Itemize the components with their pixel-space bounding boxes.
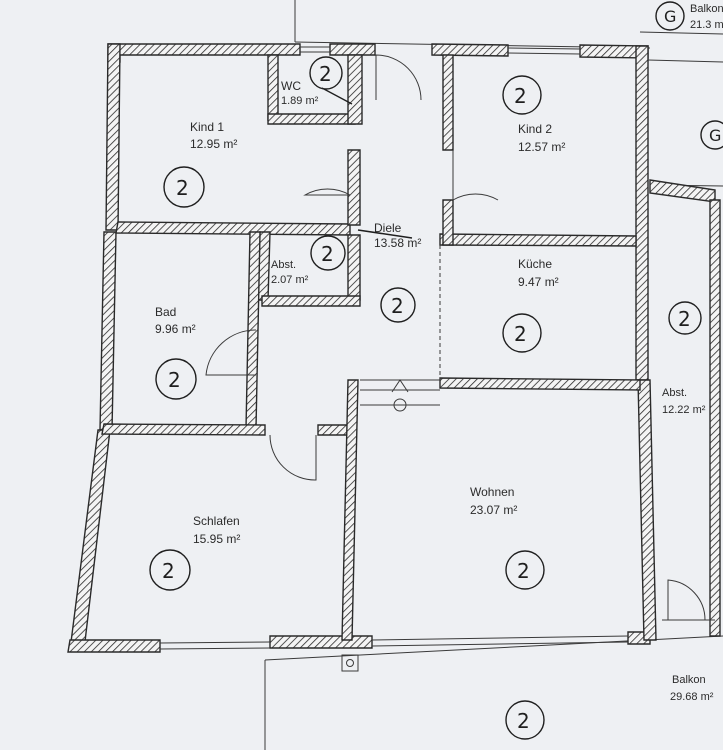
room-area-abst-small: 2.07 m² (271, 274, 309, 286)
marker-abst-large: 2 (668, 301, 702, 335)
room-name-balkon-south: Balkon (672, 674, 706, 686)
room-name-balkon-north: Balkon (690, 3, 723, 15)
marker-bad: 2 (155, 358, 197, 400)
room-area-balkon-north: 21.3 m² (690, 19, 723, 31)
marker-kueche: 2 (502, 313, 542, 353)
marker-g-top: G (655, 1, 685, 31)
svg-text:G: G (709, 126, 721, 145)
room-area-bad: 9.96 m² (155, 322, 196, 336)
marker-schlafen: 2 (149, 549, 191, 591)
room-name-diele: Diele (374, 221, 402, 235)
room-area-balkon-south: 29.68 m² (670, 691, 714, 703)
svg-text:2: 2 (176, 176, 189, 200)
doors (205, 54, 706, 672)
room-name-kind1: Kind 1 (190, 120, 224, 134)
room-area-abst-large: 12.22 m² (662, 404, 706, 416)
marker-wc: 2 (309, 56, 343, 90)
marker-abst-small: 2 (310, 235, 346, 271)
pointer-lines (321, 87, 413, 239)
svg-text:2: 2 (514, 84, 527, 108)
room-name-kind2: Kind 2 (518, 122, 552, 136)
svg-text:2: 2 (517, 709, 530, 733)
marker-kind1: 2 (163, 166, 205, 208)
svg-text:G: G (664, 7, 676, 26)
marker-balkon: 2 (505, 700, 545, 740)
room-name-schlafen: Schlafen (193, 514, 240, 528)
svg-text:2: 2 (321, 242, 334, 266)
room-name-bad: Bad (155, 305, 176, 319)
svg-text:2: 2 (514, 322, 527, 346)
room-name-abst-small: Abst. (271, 259, 296, 271)
room-area-kind2: 12.57 m² (518, 140, 565, 154)
room-area-wc: 1.89 m² (281, 95, 319, 107)
marker-kind2: 2 (502, 75, 542, 115)
room-area-diele: 13.58 m² (374, 236, 421, 250)
svg-text:2: 2 (319, 62, 332, 86)
marker-diele: 2 (380, 287, 416, 323)
svg-text:2: 2 (678, 307, 691, 331)
window-lines (159, 46, 715, 650)
svg-text:2: 2 (517, 559, 530, 583)
room-name-wc: WC (281, 79, 301, 93)
marker-g-right: G (700, 120, 723, 150)
room-area-kueche: 9.47 m² (518, 275, 559, 289)
circled-markers: 2 2 2 2 2 2 2 2 2 2 2 G G (149, 1, 723, 740)
room-area-kind1: 12.95 m² (190, 137, 237, 151)
svg-text:2: 2 (162, 559, 175, 583)
svg-text:2: 2 (391, 294, 404, 318)
marker-wohnen: 2 (505, 550, 545, 590)
room-name-wohnen: Wohnen (470, 485, 514, 499)
svg-text:2: 2 (168, 368, 181, 392)
room-name-abst-large: Abst. (662, 387, 687, 399)
room-area-wohnen: 23.07 m² (470, 503, 517, 517)
room-area-schlafen: 15.95 m² (193, 532, 240, 546)
room-name-kueche: Küche (518, 257, 552, 271)
